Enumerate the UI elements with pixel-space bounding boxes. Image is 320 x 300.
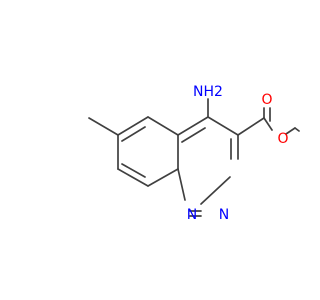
molecule-canvas: NH2 N N O O xyxy=(88,84,300,223)
bond xyxy=(121,126,146,142)
bond xyxy=(147,116,179,136)
bond xyxy=(88,117,119,136)
bond xyxy=(200,176,231,205)
carbonyl-oxygen-label: O xyxy=(261,92,272,108)
bond xyxy=(237,117,265,136)
atom-labels: NH2 N N O O xyxy=(187,84,289,223)
nitrogen-label: N xyxy=(187,207,197,223)
bond xyxy=(263,117,273,131)
bond xyxy=(117,116,149,136)
bond xyxy=(294,127,300,132)
bond xyxy=(207,116,239,136)
bond xyxy=(117,168,149,187)
bond xyxy=(121,163,146,178)
bond xyxy=(285,127,296,135)
bond xyxy=(177,116,209,136)
nitrogen-label: N xyxy=(219,207,229,223)
ester-oxygen-label: O xyxy=(277,131,288,147)
amine-label: NH2 xyxy=(193,84,223,100)
bond xyxy=(177,168,186,201)
bond xyxy=(181,127,206,143)
structure-diagram xyxy=(88,98,300,217)
bond xyxy=(147,168,179,187)
